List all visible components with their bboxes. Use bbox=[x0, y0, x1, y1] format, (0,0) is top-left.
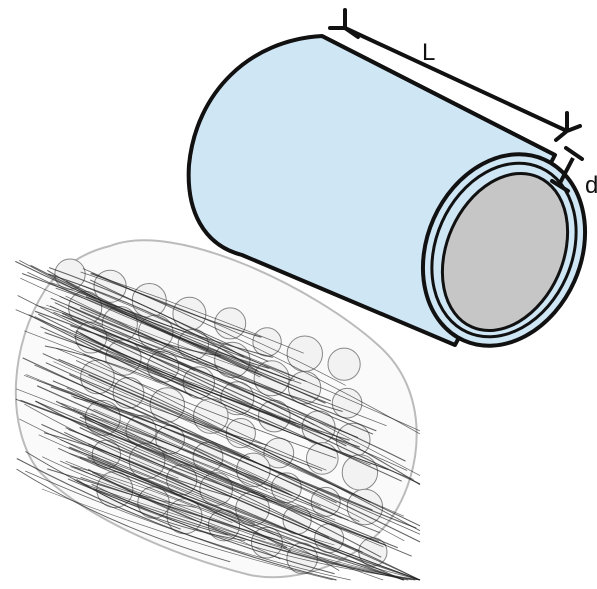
sphere-particle bbox=[328, 348, 360, 380]
sphere-particle bbox=[307, 443, 339, 475]
thickness-label: d bbox=[585, 172, 597, 199]
length-label: L bbox=[422, 39, 435, 66]
